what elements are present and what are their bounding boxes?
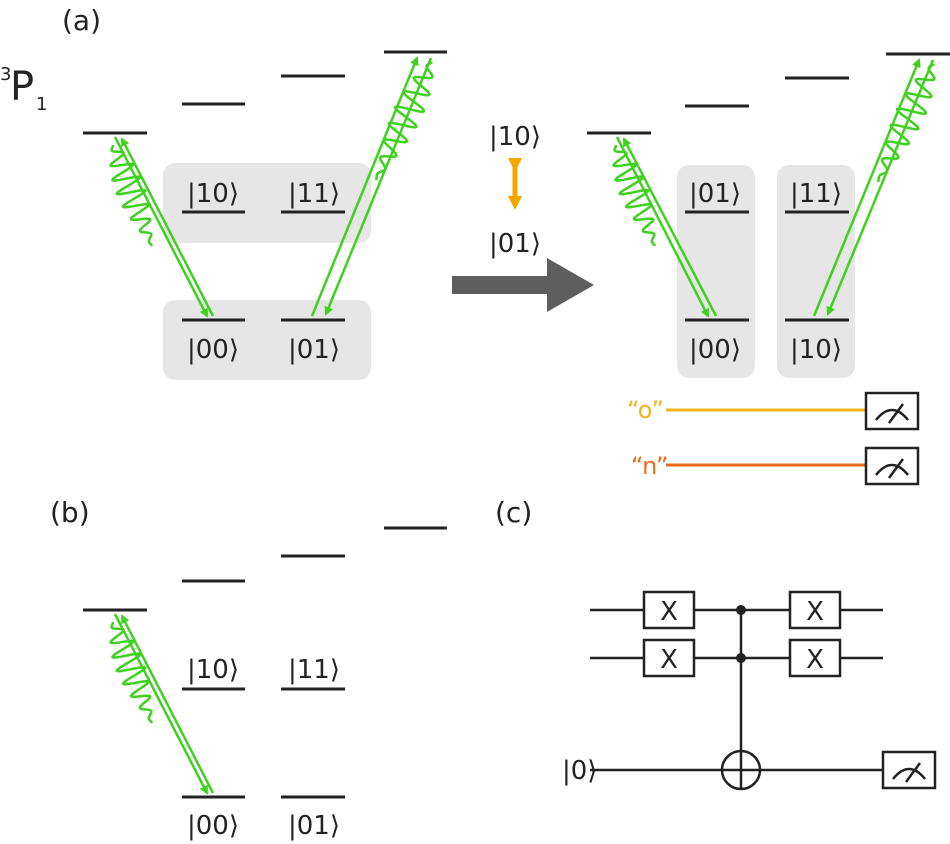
panel-label-a: (a): [62, 4, 101, 37]
svg-text:X: X: [806, 597, 824, 627]
ket-10: |10⟩: [187, 655, 239, 685]
ancilla-ket: |0⟩: [562, 756, 597, 786]
ket-00: |00⟩: [187, 335, 239, 365]
transition-00-right: [612, 136, 718, 318]
ket-01: |01⟩: [288, 335, 340, 365]
ket-11: |11⟩: [790, 179, 842, 209]
p1-letter: P: [10, 64, 34, 110]
swap-ket-top: |10⟩: [489, 122, 541, 152]
x-gate: X: [642, 638, 696, 678]
laser-arrow-up: [120, 137, 215, 317]
transition-01-left: [310, 56, 434, 317]
control-dot: [736, 653, 746, 663]
ket-11: |11⟩: [288, 179, 340, 209]
measurement-meter-icon: [881, 750, 937, 790]
ket-01: |01⟩: [288, 811, 340, 841]
shaded-box-right-1: [677, 165, 755, 378]
laser-arrow-up: [120, 614, 215, 794]
wavy-photon-icon: [109, 145, 154, 247]
measurement-meter-icon: [864, 391, 920, 431]
x-gate: X: [788, 638, 842, 678]
wavy-photon-icon: [612, 145, 657, 247]
wavy-photon-icon: [876, 63, 936, 183]
toffoli-gate: [720, 605, 762, 791]
p1-superscript: 3: [0, 64, 11, 85]
panel-label-c: (c): [495, 496, 532, 529]
control-dot: [736, 605, 746, 615]
transition-00-left: [109, 136, 215, 318]
panel-label-b: (b): [50, 496, 90, 529]
measurement-meter-icon: [864, 446, 920, 486]
x-gate: X: [788, 590, 842, 630]
transition-10-right: [812, 58, 936, 317]
svg-text:X: X: [660, 597, 678, 627]
ket-00: |00⟩: [187, 811, 239, 841]
ket-11: |11⟩: [288, 655, 340, 685]
shaded-box-right-2: [777, 165, 855, 378]
x-gate: X: [642, 590, 696, 630]
readout-o-label: “o”: [627, 396, 664, 424]
ket-10: |10⟩: [790, 335, 842, 365]
shaded-box-upper-left: [163, 163, 371, 243]
wavy-photon-icon: [109, 622, 154, 724]
swap-ket-bottom: |01⟩: [489, 229, 541, 259]
svg-text:X: X: [660, 645, 678, 675]
laser-arrow-up: [622, 137, 718, 317]
big-right-arrow-icon: [452, 258, 594, 312]
svg-text:X: X: [806, 645, 824, 675]
laser-arrow-up: [310, 56, 419, 317]
p1-subscript: 1: [36, 94, 47, 115]
readout-n-label: “n”: [631, 452, 668, 480]
transition-00-b: [109, 613, 215, 795]
p1-state-label: 3 P 1: [0, 64, 47, 115]
ket-01: |01⟩: [689, 179, 741, 209]
ket-00: |00⟩: [689, 335, 741, 365]
ket-10: |10⟩: [187, 179, 239, 209]
laser-arrow-up: [812, 58, 921, 317]
wavy-photon-icon: [374, 61, 434, 181]
